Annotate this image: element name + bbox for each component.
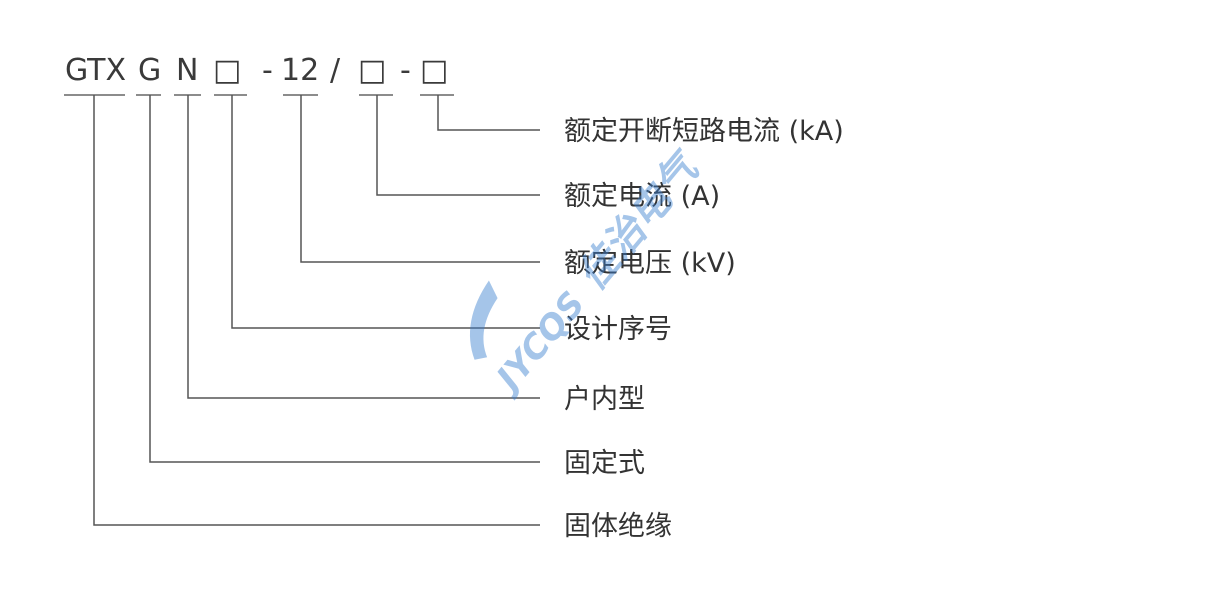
leader-breaking-current [437,95,540,131]
label-rated-current: 额定电流 (A) [564,181,720,212]
leader-design-serial [231,95,540,329]
label-solid-insulation: 固体绝缘 [564,511,672,542]
code-g: G [138,53,161,88]
code-voltage: 12 [281,53,319,88]
leader-indoor [187,95,540,399]
code-box-2: □ [358,53,386,88]
label-rated-voltage: 额定电压 (kV) [564,248,736,279]
label-fixed: 固定式 [564,448,645,479]
code-n: N [176,53,198,88]
code-box-3: □ [420,53,448,88]
label-breaking-current: 额定开断短路电流 (kA) [564,116,844,147]
labels: 额定开断短路电流 (kA) 额定电流 (A) 额定电压 (kV) 设计序号 户内… [564,116,844,542]
code-slash: / [330,53,341,88]
leader-fixed [149,95,540,463]
leader-lines [93,95,540,526]
code-gtx: GTX [65,53,126,88]
leader-solid-insulation [93,95,540,526]
leader-rated-current [376,95,540,196]
leader-rated-voltage [300,95,540,263]
code-dash-1: - [262,53,273,88]
label-indoor: 户内型 [564,384,645,415]
code-box-1: □ [213,53,241,88]
model-code: GTX G N □ - 12 / □ - □ [65,53,448,88]
label-design-serial: 设计序号 [564,314,672,345]
code-dash-2: - [400,53,411,88]
watermark-swoosh-icon [469,280,498,360]
